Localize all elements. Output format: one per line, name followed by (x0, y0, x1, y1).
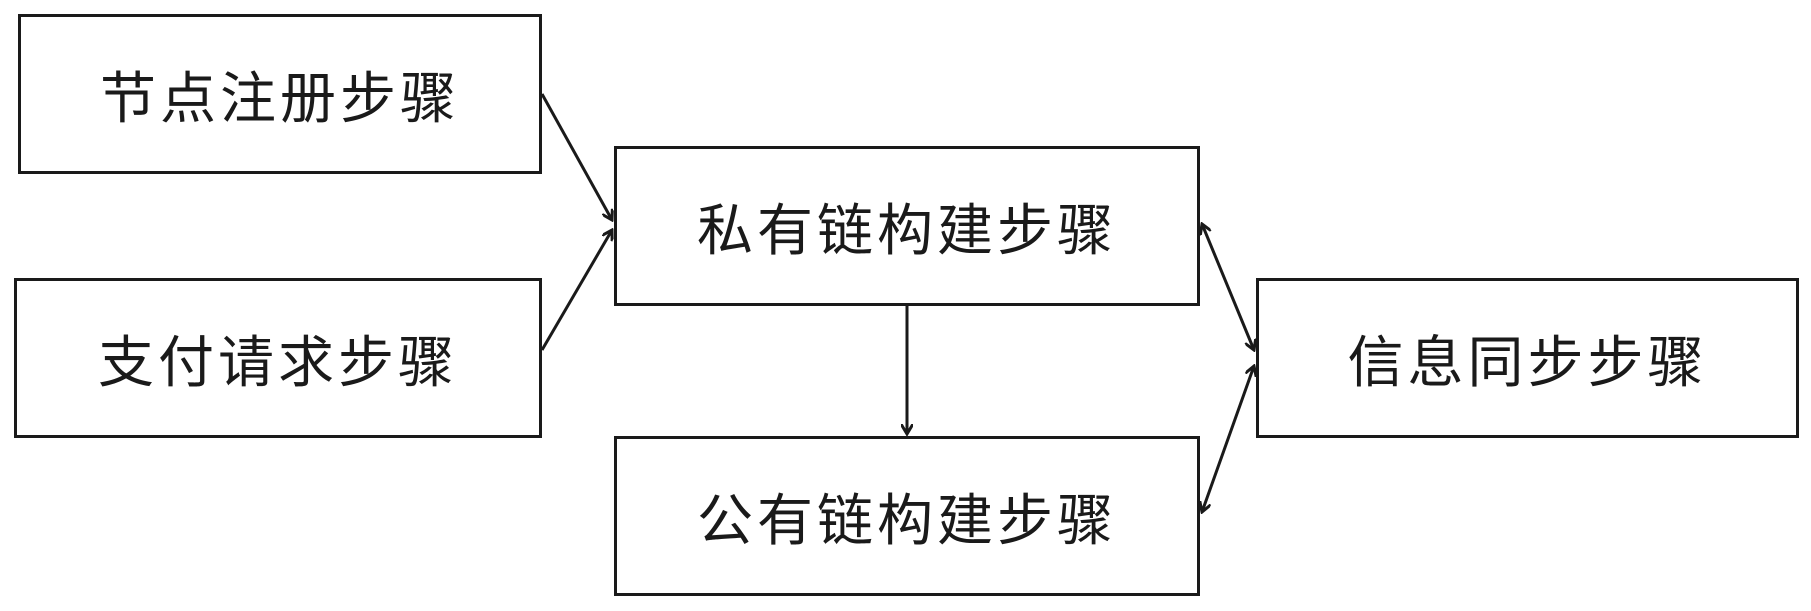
private-chain-build-step: 私有链构建步骤 (614, 146, 1200, 306)
arrow-payment-to-private (540, 230, 612, 351)
info-sync-step: 信息同步步骤 (1256, 278, 1799, 438)
payment-request-label: 支付请求步骤 (98, 330, 458, 396)
info-sync-label: 信息同步步骤 (1347, 330, 1708, 396)
public-chain-build-label: 公有链构建步骤 (697, 488, 1117, 554)
public-chain-build-step: 公有链构建步骤 (614, 436, 1200, 596)
arrow-registration-to-private (540, 93, 612, 220)
arrow-public-sync-bidirectional (1202, 366, 1254, 512)
payment-request-step: 支付请求步骤 (14, 278, 542, 438)
node-registration-label: 节点注册步骤 (100, 66, 460, 132)
node-registration-step: 节点注册步骤 (18, 14, 542, 174)
private-chain-build-label: 私有链构建步骤 (697, 198, 1117, 264)
arrow-private-sync-bidirectional (1202, 224, 1254, 350)
